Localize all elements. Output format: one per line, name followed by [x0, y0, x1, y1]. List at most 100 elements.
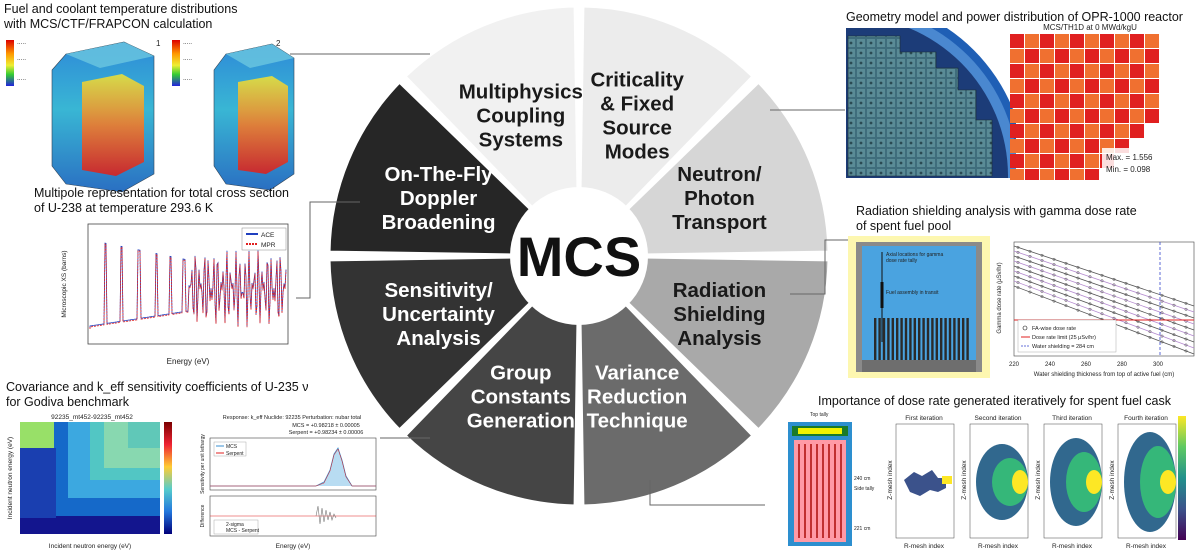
segment-sensitivity-label: Uncertainty	[382, 303, 495, 326]
heatmap-colorbar	[164, 422, 172, 534]
sens-info-2: MCS = +0.98218 ± 0.00005	[292, 423, 360, 429]
geometry-model	[846, 28, 1016, 178]
sens-legend-mcs: MCS	[226, 444, 238, 450]
sens-info-3: Serpent = +0.98234 ± 0.00006	[289, 430, 364, 436]
segment-multiphysics	[402, 4, 581, 260]
covariance-caption: Covariance and k_eff sensitivity coeffic…	[6, 380, 309, 409]
segment-transport-label: Neutron/	[677, 163, 762, 186]
mcs-hub-label: MCS	[517, 225, 641, 288]
svg-text:.....: .....	[183, 39, 192, 46]
sens-info-1: Response: k_eff Nuclide: 92235 Perturbat…	[223, 415, 361, 421]
iteration-xlabel: R-mesh index	[904, 543, 945, 550]
shielding-caption: Radiation shielding analysis with gamma …	[856, 204, 1137, 233]
core-model-1	[51, 41, 155, 193]
svg-text:.....: .....	[17, 75, 26, 82]
svg-text:220: 220	[1009, 362, 1020, 368]
svg-text:.....: .....	[17, 55, 26, 62]
segment-multiphysics-label: Systems	[479, 129, 563, 152]
diff-ylabel: Difference	[200, 504, 206, 527]
segment-doppler-label: On-The-Fly	[384, 163, 493, 186]
segment-multiphysics-label: Multiphysics	[459, 81, 583, 104]
colorbar-2	[172, 40, 180, 86]
sens-xlabel: Energy (eV)	[276, 543, 311, 550]
note-axial-2: dose rate tally	[886, 258, 918, 264]
fig-label-1: 1	[156, 39, 161, 48]
svg-text:.....: .....	[183, 75, 192, 82]
svg-text:280: 280	[1117, 362, 1128, 368]
diff-legend-sigma: 2-sigma	[226, 522, 244, 528]
geometry-caption: Geometry model and power distribution of…	[846, 10, 1183, 24]
diff-legend-mcs: MCS - Serpent	[226, 528, 260, 534]
sens-legend-serpent: Serpent	[226, 451, 244, 457]
fuel-temperature-figure: ............... 1 ............... 2	[6, 39, 295, 193]
segment-variance-label: Technique	[587, 409, 688, 432]
fuel-caption: Fuel and coolant temperature distributio…	[4, 2, 238, 31]
heatmap-title: 92235_mt452-92235_mt452	[51, 414, 133, 421]
heatmap-xlabel: Incident neutron energy (eV)	[49, 543, 131, 550]
iteration-ylabel: Z-mesh index	[887, 460, 894, 500]
importance-caption: Importance of dose rate generated iterat…	[818, 394, 1171, 408]
svg-text:260: 260	[1081, 362, 1092, 368]
multipole-xlabel: Energy (eV)	[167, 357, 210, 366]
map-title: MCS/TH1D at 0 MWd/kgU	[1043, 23, 1137, 32]
svg-text:.....: .....	[183, 55, 192, 62]
sensitivity-plot: Response: k_eff Nuclide: 92235 Perturbat…	[196, 410, 380, 551]
legend-ace: ACE	[261, 232, 275, 239]
iteration-title: Second iteration	[975, 415, 1022, 422]
svg-text:240: 240	[1045, 362, 1056, 368]
iteration-ylabel: Z-mesh index	[1109, 460, 1116, 500]
cask-side-tally: Side tally	[854, 486, 875, 492]
segment-criticality-label: & Fixed	[600, 93, 674, 116]
iteration-xlabel: R-mesh index	[1126, 543, 1167, 550]
colorbar-1	[6, 40, 14, 86]
covariance-heatmap: 92235_mt452-92235_mt452 Incident neutron…	[4, 410, 190, 551]
segment-variance-label: Variance	[595, 361, 679, 384]
svg-text:.....: .....	[17, 39, 26, 46]
segment-variance-label: Reduction	[587, 385, 687, 408]
note-fuel-assembly: Fuel assembly in transit	[886, 290, 939, 296]
max-label: Max. = 1.556	[1106, 153, 1153, 162]
cask-240: 240 cm	[854, 476, 870, 482]
segment-group-label: Group	[490, 361, 552, 384]
segment-shielding-label: Shielding	[673, 303, 765, 326]
svg-text:300: 300	[1153, 362, 1164, 368]
cross-section-lines	[89, 242, 287, 329]
sens-ylabel: Sensitivity per unit lethargy	[200, 434, 206, 494]
segment-transport-label: Photon	[684, 187, 755, 210]
cask-top-tally: Top tally	[810, 412, 829, 418]
iteration-xlabel: R-mesh index	[978, 543, 1019, 550]
multipole-caption: Multipole representation for total cross…	[34, 186, 289, 215]
spent-fuel-pool-schematic: Axial locations for gamma dose rate tall…	[856, 242, 982, 372]
iteration-xlabel: R-mesh index	[1052, 543, 1093, 550]
dose-rate-plot: FA-wise dose rate Dose rate limit (25 μS…	[992, 236, 1200, 380]
segment-criticality-label: Source	[602, 117, 672, 140]
heatmap-ylabel: Incident neutron energy (eV)	[7, 437, 14, 519]
dose-legend-3: Water shielding = 284 cm	[1032, 344, 1094, 350]
multipole-plot: ACE MPR Energy (eV) Microscopic XS (barn…	[54, 218, 296, 370]
iteration-ylabel: Z-mesh index	[1035, 460, 1042, 500]
segment-group-label: Generation	[467, 409, 575, 432]
multipole-ylabel: Microscopic XS (barns)	[61, 250, 68, 317]
segment-doppler-label: Broadening	[382, 211, 496, 234]
dose-xlabel: Water shielding thickness from top of ac…	[1034, 372, 1175, 378]
iteration-ylabel: Z-mesh index	[961, 460, 968, 500]
power-grid	[1010, 34, 1159, 180]
core-model-2	[213, 43, 295, 191]
spent-fuel-cask: Top tally 240 cm Side tally 221 cm	[788, 412, 875, 546]
segment-doppler-label: Doppler	[400, 187, 477, 210]
segment-multiphysics-label: Coupling	[476, 105, 565, 128]
segment-sensitivity-label: Analysis	[396, 327, 480, 350]
segment-shielding-label: Analysis	[677, 327, 761, 350]
note-axial-1: Axial locations for gamma	[886, 252, 943, 258]
segment-criticality	[577, 4, 756, 260]
min-label: Min. = 0.098	[1106, 165, 1151, 174]
iteration-title: First iteration	[905, 415, 943, 422]
power-distribution-map: MCS/TH1D at 0 MWd/kgU Max. = 1.556 Min. …	[1010, 23, 1160, 180]
segment-criticality-label: Modes	[605, 141, 670, 164]
iteration-title: Fourth iteration	[1124, 415, 1168, 422]
